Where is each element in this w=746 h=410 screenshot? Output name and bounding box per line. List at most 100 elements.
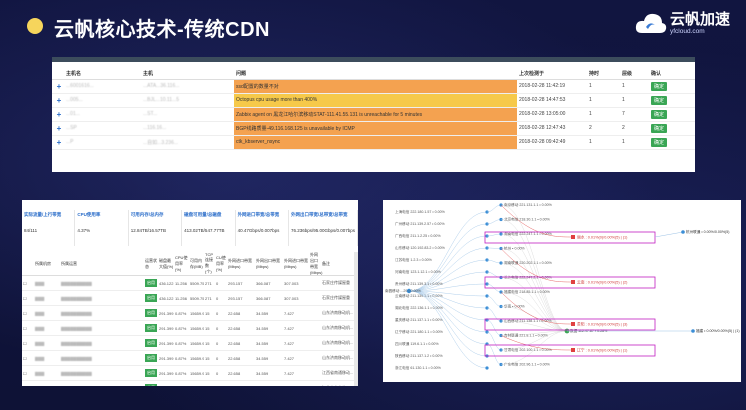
- issue-cell[interactable]: Octopus cpu usage more than 400%: [234, 93, 517, 108]
- topology-node-label: 辽宁移动 221.180.1.1 • 0.00%: [395, 329, 444, 334]
- row-checkbox[interactable]: ☐: [22, 350, 34, 366]
- operator-cell: ▇▇▇▇▇▇▇▇▇▇: [60, 350, 144, 366]
- traffic-col-header[interactable]: 磁盘最大值(%): [158, 252, 174, 276]
- col-duration[interactable]: 持时: [587, 68, 620, 80]
- duration-cell: 1: [587, 79, 620, 94]
- topology-node: [681, 230, 685, 234]
- status-badge: 启用: [145, 324, 157, 332]
- topology-edge: [408, 235, 488, 292]
- issue-cell[interactable]: ssd配置的数量不对: [234, 79, 517, 94]
- traffic-col-header[interactable]: TCP连接数(个): [204, 252, 215, 276]
- expand-icon[interactable]: +: [52, 107, 64, 122]
- cpu-cell: 0.87%: [174, 365, 189, 381]
- ack-button[interactable]: 确定: [651, 109, 668, 119]
- in-bandwidth-cell: 22.658: [227, 335, 255, 351]
- summary-value: 413.02TB/547.77TB: [184, 228, 225, 233]
- col-last-check[interactable]: 上次检测于: [517, 68, 587, 80]
- topology-node-label: 重庆移动 211.137.1.1 • 0.00%: [395, 317, 443, 322]
- out-bandwidth-cell: 366.087: [255, 290, 283, 306]
- row-checkbox[interactable]: ☐: [22, 290, 34, 306]
- row-checkbox[interactable]: ☐: [22, 275, 34, 291]
- mem-cell: 5509.75: [189, 275, 204, 291]
- topology-edge: [500, 330, 568, 365]
- cu-cell: 0: [215, 305, 227, 321]
- col-host[interactable]: 主机: [141, 68, 234, 80]
- issue-cell[interactable]: BGP线路质量-49.116.168.125 is unavailable by…: [234, 121, 517, 136]
- traffic-col-header[interactable]: CPU使用率(%): [174, 252, 189, 276]
- ack-button[interactable]: 确定: [651, 137, 668, 147]
- summary-value: 84/111: [24, 228, 38, 233]
- alert-row[interactable]: +...01......ST...Zabbix agent on 黑龙江哈尔滨移…: [52, 107, 695, 122]
- row-checkbox[interactable]: ☐: [22, 305, 34, 321]
- operator-cell: ▇▇▇▇▇▇▇▇▇▇: [60, 290, 144, 306]
- row-checkbox[interactable]: ☐: [22, 380, 34, 386]
- alert-table-panel: 主机名 主机 问题 上次检测于 持时 层级 确认 +...6001616....…: [52, 57, 695, 172]
- expand-icon[interactable]: +: [52, 93, 64, 108]
- traffic-col-header[interactable]: 可用内存(MB): [189, 252, 204, 276]
- topology-panel: 上海电信 222.180.1.57 • 0.00%广州移动 211.139.2.…: [383, 200, 741, 382]
- duration-cell: 1: [587, 93, 620, 108]
- mem-cell: 16688: [189, 380, 204, 386]
- alert-row[interactable]: +...6001616......ATA...36.116...ssd配置的数量…: [52, 79, 695, 94]
- traffic-col-header[interactable]: 外网出口带宽(Mbps): [309, 252, 323, 276]
- traffic-scrollbar[interactable]: [354, 252, 358, 386]
- note-cell: 山东济南移动机...: [321, 335, 358, 351]
- traffic-row[interactable]: ☐▇▇▇▇▇▇▇▇▇▇▇▇▇启用441.420.25166885000.0070…: [22, 380, 358, 386]
- traffic-col-header[interactable]: 外网进口带宽(Mbps): [283, 252, 309, 276]
- in-bandwidth-cell: 22.658: [227, 305, 255, 321]
- col-issue[interactable]: 问题: [234, 68, 517, 80]
- topology-edge: [408, 283, 488, 292]
- traffic-col-header[interactable]: 外网进口带宽(Mbps): [227, 252, 255, 276]
- summary-value: 12.84TB/16.57TB: [130, 228, 167, 233]
- traffic-col-header[interactable]: 所属机房: [34, 252, 60, 276]
- ack-button[interactable]: 确定: [651, 123, 668, 133]
- ack-button[interactable]: 确定: [651, 95, 668, 105]
- col-host-name[interactable]: 主机名: [64, 68, 141, 80]
- issue-cell[interactable]: Zabbix agent on 黑龙江哈尔滨移动STAT-111.41.55.1…: [234, 107, 517, 122]
- traffic-col-header[interactable]: [22, 252, 34, 276]
- alert-row[interactable]: +...SP...116.16...BGP线路质量-49.116.168.125…: [52, 121, 695, 136]
- traffic-col-header[interactable]: 外网出口带宽(Mbps): [255, 252, 283, 276]
- row-checkbox[interactable]: ☐: [22, 335, 34, 351]
- cu-cell: 0: [215, 365, 227, 381]
- last-check-cell: 2018-02-28 09:42:49: [517, 135, 587, 150]
- row-checkbox[interactable]: ☐: [22, 365, 34, 381]
- row-checkbox[interactable]: ☐: [22, 320, 34, 336]
- brand-domain: yfcloud.com: [670, 28, 705, 35]
- status-badge: 启用: [145, 369, 157, 377]
- issue-cell[interactable]: ctk_kbserver_nsync: [234, 135, 517, 150]
- topology-node-label: 湖南联通 220.202.1.1 • 0.00%: [504, 260, 553, 265]
- highlight-box: [484, 344, 656, 357]
- traffic-col-header[interactable]: 所属运营: [60, 252, 144, 276]
- out-bandwidth-cell: 366.087: [255, 275, 283, 291]
- traffic-col-header[interactable]: CU使用率(%): [215, 252, 227, 276]
- cpu-cell: 0.25: [174, 380, 189, 386]
- disk-cell: 436.122: [158, 290, 174, 306]
- topology-edge: [408, 271, 488, 292]
- topology-alert-label: 贵阳 : 0.01%(0)/0.00%(5) | (3): [577, 321, 628, 326]
- room-cell: ▇▇▇: [34, 305, 60, 321]
- col-level[interactable]: 层级: [620, 68, 649, 80]
- traffic-col-header[interactable]: 运营状态: [144, 252, 158, 276]
- topology-node-label: 湖北电信 222.136.1.1 • 0.00%: [395, 305, 444, 310]
- slide-title: 云帆核心技术-传统CDN: [54, 19, 270, 41]
- in-bandwidth-cell: 22.658: [227, 320, 255, 336]
- expand-icon[interactable]: +: [52, 121, 64, 136]
- col-ack[interactable]: 确认: [649, 68, 695, 80]
- expand-icon[interactable]: +: [52, 79, 64, 94]
- topology-node-label: 广州移动 211.139.2.57 • 0.00%: [395, 221, 445, 226]
- out-bandwidth-cell: 0.007: [255, 380, 283, 386]
- traffic-col-header[interactable]: 备注: [321, 252, 358, 276]
- topology-edge: [408, 247, 488, 292]
- ack-button[interactable]: 确定: [651, 81, 668, 91]
- expand-icon[interactable]: +: [52, 135, 64, 150]
